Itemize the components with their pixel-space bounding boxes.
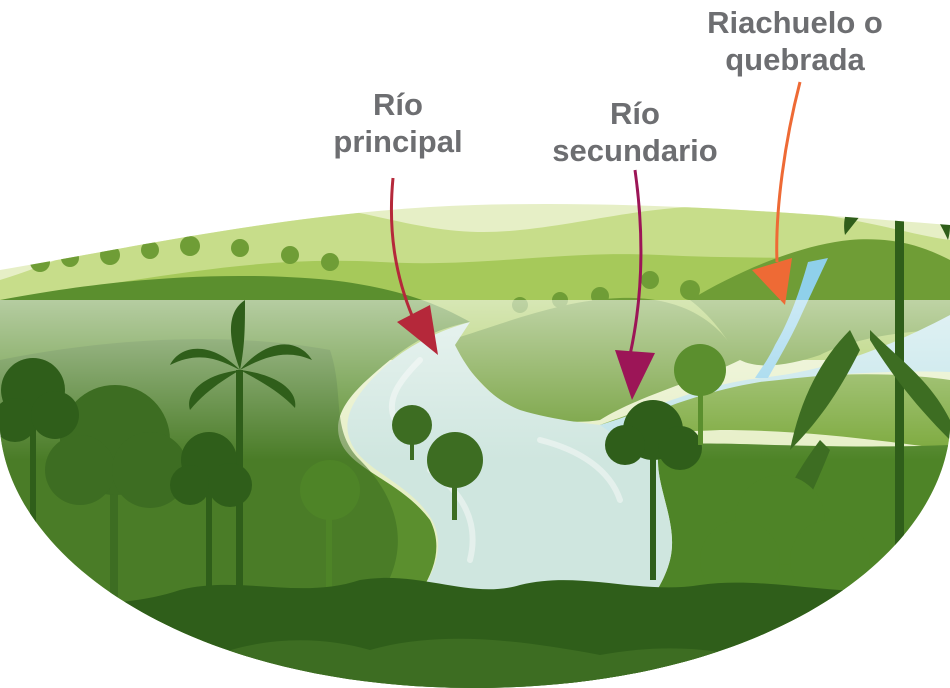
broadleaf-tree-icon [300, 460, 360, 610]
broadleaf-tree-icon [427, 432, 483, 520]
broadleaf-tree-icon [700, 475, 870, 600]
label-riachuelo-line2: quebrada [725, 42, 865, 77]
label-rio-secundario: Río secundario [540, 95, 730, 169]
label-riachuelo-line1: Riachuelo o [707, 5, 883, 40]
arrow-icon [389, 177, 438, 355]
label-rio-principal-line2: principal [333, 124, 463, 159]
broadleaf-tree-icon [674, 344, 726, 445]
arrow-icon [615, 169, 655, 400]
label-rio-principal-line1: Río [373, 87, 423, 122]
label-rio-principal: Río principal [318, 86, 478, 160]
scene-bowl [0, 204, 950, 688]
label-riachuelo: Riachuelo o quebrada [690, 4, 900, 78]
broadleaf-tree-icon [170, 432, 252, 610]
arrow-icon [752, 81, 802, 305]
broadleaf-tree-icon [605, 400, 702, 580]
label-rio-secundario-line2: secundario [552, 133, 718, 168]
fern-icon [392, 405, 432, 460]
broadleaf-tree-icon [45, 385, 188, 630]
label-rio-secundario-line1: Río [610, 96, 660, 131]
